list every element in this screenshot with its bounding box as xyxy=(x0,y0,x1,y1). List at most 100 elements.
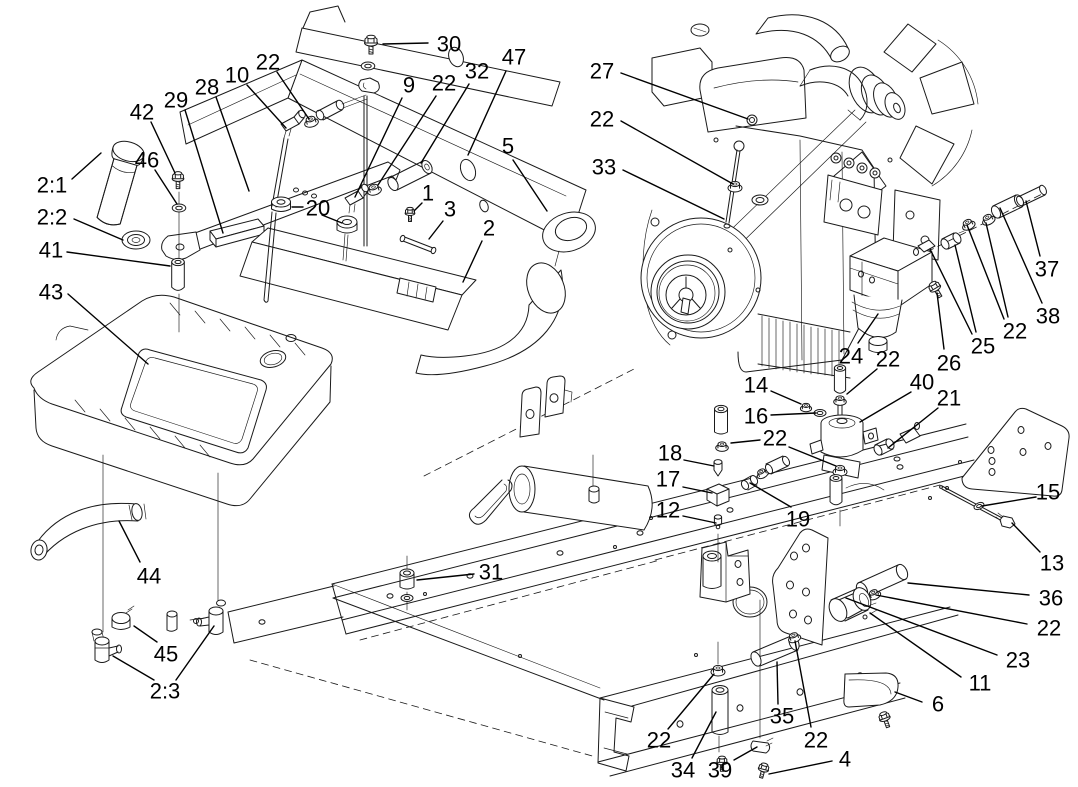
callout-label: 23 xyxy=(1006,648,1030,673)
callout-label: 21 xyxy=(937,386,961,411)
callout-22: 22 xyxy=(795,641,828,753)
callout-label: 30 xyxy=(437,32,461,57)
leader-line xyxy=(846,598,997,655)
leader-line xyxy=(731,440,760,443)
callout-label: 22 xyxy=(1037,616,1061,641)
fuel-tank-illustration xyxy=(31,295,333,505)
callout-10: 10 xyxy=(225,63,286,129)
leader-line xyxy=(414,203,422,211)
callout-20: 20 xyxy=(292,196,342,224)
leader-line xyxy=(692,712,716,758)
leader-line xyxy=(247,85,286,128)
callout-22: 22 xyxy=(590,107,733,185)
callout-label: 17 xyxy=(656,467,680,492)
callout-label: 39 xyxy=(708,758,732,783)
callout-2: 2 xyxy=(463,216,495,283)
callout-label: 34 xyxy=(671,758,695,783)
leader-line xyxy=(216,97,249,191)
callout-label: 4 xyxy=(839,747,851,772)
callout-label: 22 xyxy=(1003,319,1027,344)
callout-46: 46 xyxy=(135,148,177,205)
leader-line xyxy=(1026,201,1040,256)
leader-line xyxy=(155,170,177,204)
callout-35: 35 xyxy=(770,662,794,729)
bottom-tubes-illustration xyxy=(400,510,840,780)
callout-2-3: 2:3 xyxy=(113,626,214,704)
callout-label: 2:2 xyxy=(37,205,68,230)
callout-label: 1 xyxy=(422,181,434,206)
frame-illustration xyxy=(228,368,1069,776)
callout-label: 11 xyxy=(969,671,992,696)
leader-line xyxy=(870,613,961,677)
leader-line xyxy=(937,293,944,349)
callout-label: 45 xyxy=(154,642,178,667)
callout-label: 6 xyxy=(932,692,944,717)
callout-label: 16 xyxy=(744,404,768,429)
leader-line xyxy=(860,392,911,422)
leader-line xyxy=(119,521,140,562)
callout-28: 28 xyxy=(195,75,249,192)
callout-label: 38 xyxy=(1036,304,1060,329)
callout-label: 33 xyxy=(592,155,616,180)
callout-label: 2 xyxy=(483,216,495,241)
leader-line xyxy=(895,692,922,702)
callout-label: 20 xyxy=(306,196,330,221)
leader-line xyxy=(1012,523,1040,552)
callout-label: 22 xyxy=(763,426,787,451)
callout-label: 22 xyxy=(876,347,900,372)
callout-22: 22 xyxy=(256,50,309,120)
callout-22: 22 xyxy=(967,223,1027,344)
callout-24: 24 xyxy=(839,314,878,369)
leader-line xyxy=(68,294,148,364)
leader-line xyxy=(734,747,757,760)
callout-15: 15 xyxy=(982,480,1060,507)
leader-line xyxy=(930,249,972,334)
leader-line xyxy=(463,241,482,282)
callout-1: 1 xyxy=(414,181,434,212)
callout-2-2: 2:2 xyxy=(37,205,123,241)
fuel-filter-and-fittings-illustration xyxy=(707,184,1048,730)
callout-11: 11 xyxy=(870,613,991,696)
callout-31: 31 xyxy=(417,560,503,585)
callout-38: 38 xyxy=(1000,208,1060,329)
callout-label: 36 xyxy=(1039,586,1063,611)
callout-label: 42 xyxy=(130,100,154,125)
callout-22: 22 xyxy=(876,595,1061,641)
callout-21: 21 xyxy=(888,386,961,449)
callout-label: 43 xyxy=(39,280,63,305)
leader-line xyxy=(74,219,123,240)
leader-line xyxy=(847,369,877,394)
callout-5: 5 xyxy=(502,134,547,212)
callout-22: 22 xyxy=(647,674,714,753)
leader-line xyxy=(795,641,811,727)
callout-41: 41 xyxy=(39,238,170,267)
leader-line xyxy=(684,460,714,466)
callout-3: 3 xyxy=(429,197,456,240)
leader-line xyxy=(355,98,402,197)
callout-27: 27 xyxy=(590,59,748,120)
leader-line xyxy=(421,84,469,163)
callout-label: 26 xyxy=(937,351,961,376)
callout-26: 26 xyxy=(937,293,961,376)
callout-label: 41 xyxy=(39,238,63,263)
callout-label: 44 xyxy=(137,564,161,589)
leader-line xyxy=(876,595,1027,624)
callout-label: 5 xyxy=(502,134,514,159)
callout-23: 23 xyxy=(846,598,1030,673)
leader-line xyxy=(683,516,716,523)
leader-line xyxy=(769,761,832,774)
callout-29: 29 xyxy=(164,88,223,234)
leader-line xyxy=(967,225,1004,319)
callout-label: 25 xyxy=(971,334,995,359)
leader-line xyxy=(513,160,547,211)
leader-line xyxy=(888,408,938,448)
callout-37: 37 xyxy=(1026,201,1059,282)
leader-line xyxy=(383,43,428,44)
callout-17: 17 xyxy=(656,467,712,494)
callout-label: 28 xyxy=(195,75,219,100)
callout-label: 22 xyxy=(432,71,456,96)
callout-label: 22 xyxy=(590,107,614,132)
leader-line xyxy=(623,170,724,219)
leader-line xyxy=(468,71,506,155)
